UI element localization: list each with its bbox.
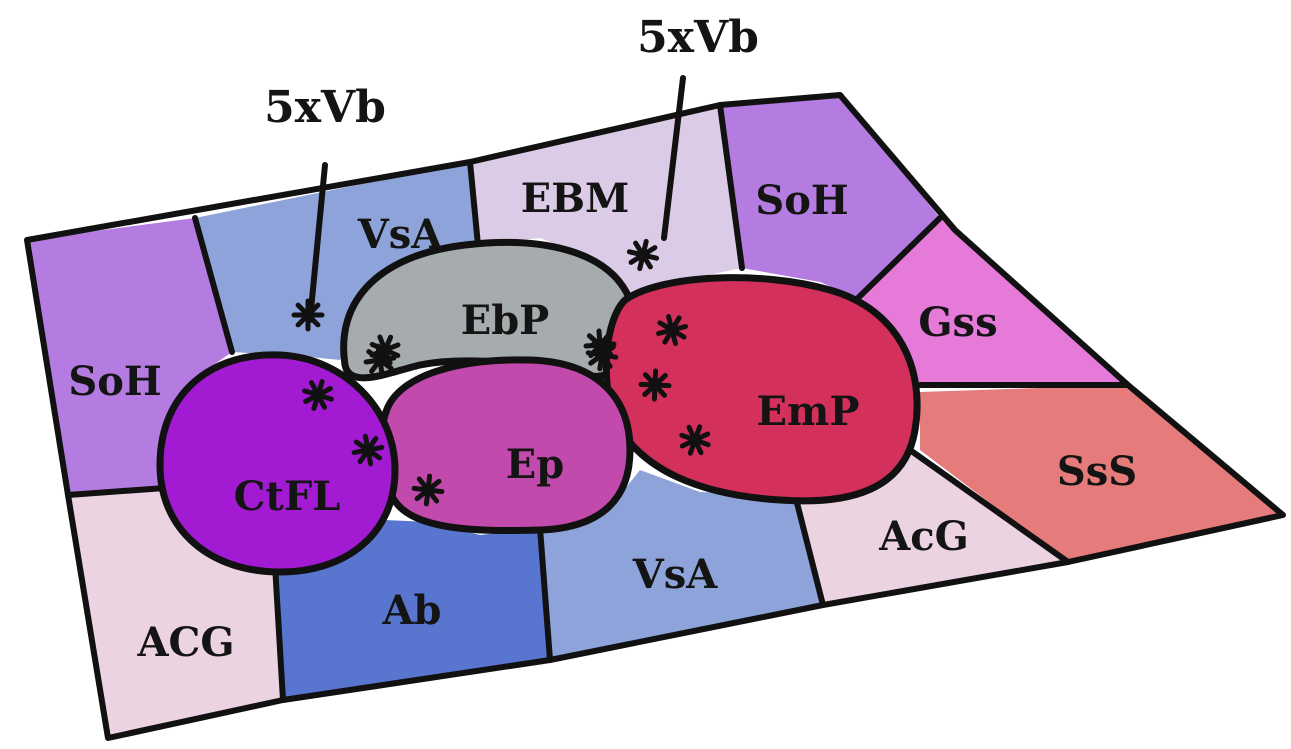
label-vsa-bottom: VsA (632, 551, 719, 598)
asterisk-mark-icon (411, 473, 445, 507)
callout-label-right: 5xVb (637, 12, 759, 63)
label-ab: Ab (381, 587, 441, 634)
callout-pointer-right (661, 75, 686, 241)
asterisk-mark-icon (638, 368, 672, 402)
division-line (792, 492, 826, 608)
label-acg-right: AcG (878, 513, 969, 560)
label-gss: Gss (918, 299, 997, 346)
label-vsa-top: VsA (357, 211, 444, 258)
division-line (855, 215, 943, 301)
label-sss: SsS (1057, 448, 1137, 495)
label-ctfl: CtFL (234, 473, 341, 520)
division-line (907, 447, 1071, 565)
asterisk-mark-icon (302, 379, 334, 411)
label-emp: EmP (757, 388, 860, 435)
division-line (467, 159, 481, 248)
division-line (65, 485, 168, 498)
sheet-outline (24, 92, 1286, 741)
region-vsa-bottom (540, 470, 823, 660)
region-vsa-top (195, 162, 478, 360)
asterisk-mark-icon (351, 433, 385, 467)
division-line (192, 215, 235, 355)
asterisk-mark-icon (585, 338, 619, 372)
region-soh-right (720, 95, 940, 298)
label-soh-left: SoH (68, 358, 161, 405)
label-acg-left: ACG (136, 619, 234, 666)
asterisk-mark-icon (626, 238, 660, 272)
asterisk-mark-icon (363, 343, 397, 377)
callout-label-left: 5xVb (264, 82, 386, 133)
label-ep: Ep (506, 441, 564, 488)
asterisk-mark-icon (679, 424, 711, 456)
division-line (537, 525, 553, 663)
region-ep (377, 356, 634, 535)
region-ab (275, 520, 550, 700)
region-ctfl (156, 351, 399, 576)
label-ebm: EBM (521, 175, 630, 222)
region-gss (858, 218, 1128, 385)
asterisk-mark-icon (656, 314, 688, 346)
asterisk-mark-icon (291, 298, 325, 332)
asterisk-marks (291, 238, 711, 507)
label-ebp: EbP (461, 297, 550, 344)
division-line (717, 102, 745, 271)
division-line (272, 562, 286, 703)
region-acg-left (68, 488, 283, 738)
callout-pointer-left (307, 162, 328, 323)
label-soh-right: SoH (755, 177, 848, 224)
region-soh-left (27, 218, 232, 495)
